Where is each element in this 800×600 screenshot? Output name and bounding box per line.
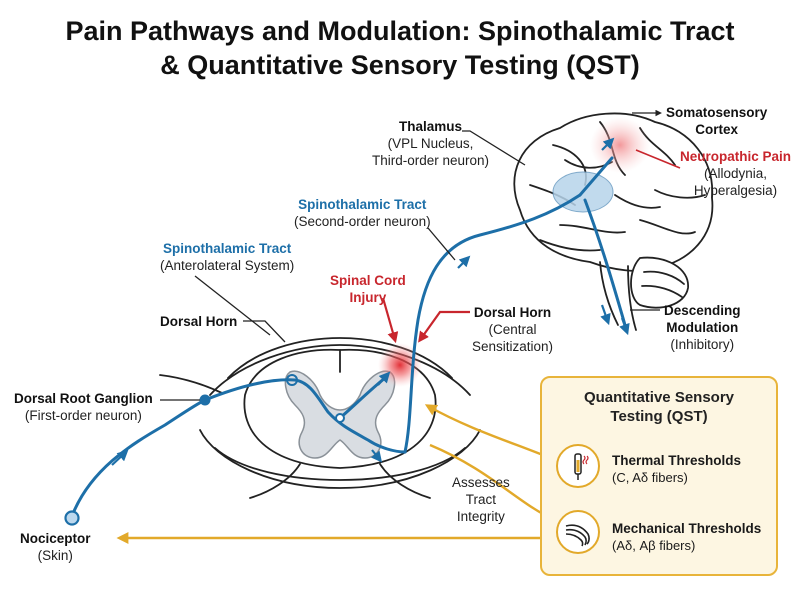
- assesses-integrity-label: Assesses Tract Integrity: [452, 475, 510, 524]
- pathway-arrow: [370, 449, 383, 463]
- stt-anterolateral-label: Spinothalamic Tract (Anterolateral Syste…: [160, 241, 295, 273]
- thermal-thresholds-item: Thermal Thresholds (C, Aδ fibers): [612, 453, 742, 485]
- stt-second-order-label: Spinothalamic Tract (Second-order neuron…: [294, 197, 431, 229]
- drg-node: [199, 394, 211, 406]
- thalamus-label: Thalamus (VPL Nucleus, Third-order neuro…: [372, 119, 490, 168]
- dorsal-horn-central-label: Dorsal Horn (Central Sensitization): [472, 305, 554, 354]
- dorsal-root-ganglion-label: Dorsal Root Ganglion (First-order neuron…: [14, 391, 153, 423]
- cortex-highlight: [590, 117, 650, 173]
- neuropathic-pointer: [635, 149, 681, 169]
- dorsal-horn-label: Dorsal Horn: [160, 314, 238, 329]
- descending-modulation-label: Descending Modulation (Inhibitory): [664, 303, 741, 352]
- diagram-title: Pain Pathways and Modulation: Spinothala…: [0, 14, 800, 82]
- pathway-arrow: [377, 371, 391, 386]
- spinal-cord-injury-label: Spinal Cord Injury: [330, 273, 406, 305]
- title-line-1: Pain Pathways and Modulation: Spinothala…: [65, 16, 735, 46]
- dorsal-horn-synapse: [286, 374, 298, 386]
- mechanical-thresholds-item: Mechanical Thresholds (Aδ, Aβ fibers): [612, 521, 762, 553]
- dorsal-horn-pointer: [418, 310, 470, 343]
- nociceptor-label: Nociceptor (Skin): [20, 531, 91, 563]
- descending-arrow: [600, 304, 611, 326]
- qst-panel: Quantitative Sensory Testing (QST) Therm…: [540, 376, 778, 576]
- injury-pointer: [381, 297, 399, 344]
- neuropathic-pain-label: Neuropathic Pain (Allodynia, Hyperalgesi…: [680, 149, 792, 198]
- nociceptor-node: [64, 510, 80, 526]
- commissure-node: [335, 413, 345, 423]
- von-frey-filament-icon: [556, 510, 600, 554]
- descending-arrow: [619, 317, 630, 336]
- qst-title: Quantitative Sensory Testing (QST): [583, 389, 735, 425]
- thermal-probe-icon: [556, 444, 600, 488]
- somatosensory-cortex-label: Somatosensory Cortex: [666, 105, 768, 137]
- pathway-arrow: [601, 137, 615, 151]
- leader-lines: [160, 109, 662, 401]
- pathway-arrow: [457, 255, 471, 269]
- pathway-arrow: [111, 449, 129, 466]
- title-line-2: & Quantitative Sensory Testing (QST): [160, 50, 640, 80]
